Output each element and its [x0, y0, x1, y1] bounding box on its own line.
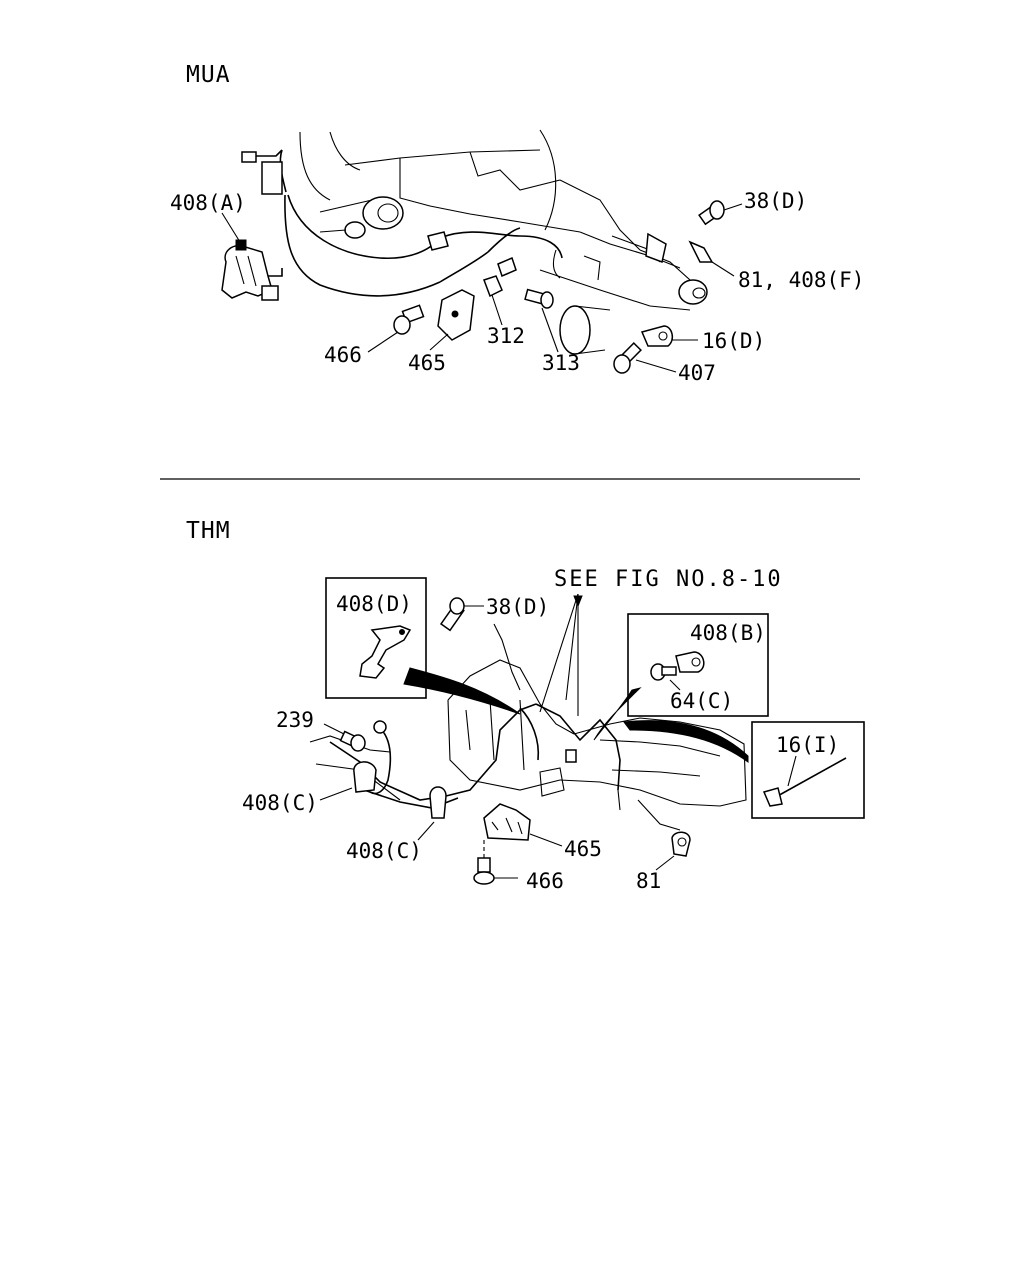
part-16d-clamp — [640, 325, 698, 347]
part-466-bolt-thm — [473, 840, 518, 885]
section-thm: THM SEE FIG NO.8-10 408(D) 408(B) — [186, 518, 865, 893]
part-465-bracket-mua — [429, 289, 475, 351]
part-313-bolt — [524, 288, 559, 353]
callout-466-top: 466 — [324, 343, 362, 367]
part-81-408f-clip — [688, 240, 735, 277]
callout-38d-bottom: 38(D) — [486, 595, 549, 619]
callout-239: 239 — [276, 708, 314, 732]
part-408a-switch — [221, 212, 283, 301]
transmission-assembly-mua — [299, 129, 708, 355]
part-408c-clamp-left — [319, 761, 377, 801]
detail-box-16i: 16(I) — [623, 720, 865, 819]
part-465-bracket-thm — [483, 803, 563, 847]
part-239-bolt — [323, 723, 366, 752]
section-title-thm: THM — [186, 518, 231, 544]
callout-465-top: 465 — [408, 351, 446, 375]
part-38d-bolt-mua — [698, 200, 743, 226]
callout-313: 313 — [542, 351, 580, 375]
transmission-assembly-thm — [447, 623, 747, 831]
callout-16d: 16(D) — [702, 329, 765, 353]
wiring-harness-mua — [241, 149, 563, 297]
see-fig-reference: SEE FIG NO.8-10 — [554, 567, 783, 592]
detail-box-408d: 408(D) — [325, 577, 521, 715]
callout-16i: 16(I) — [776, 733, 839, 757]
callout-408c-bottom: 408(C) — [346, 839, 422, 863]
callout-408c-left: 408(C) — [242, 791, 318, 815]
callout-38d-top: 38(D) — [744, 189, 807, 213]
section-title-mua: MUA — [186, 62, 231, 88]
callout-408d: 408(D) — [336, 592, 412, 616]
detail-box-408b: 408(B) 64(C) — [593, 613, 769, 741]
part-407-bolt — [613, 342, 677, 374]
callout-466-bottom: 466 — [526, 869, 564, 893]
part-466-bolt-mua — [367, 304, 425, 353]
section-mua: MUA — [170, 62, 864, 385]
callout-465-bottom: 465 — [564, 837, 602, 861]
callout-408a: 408(A) — [170, 191, 246, 215]
callout-81-408f: 81, 408(F) — [738, 268, 864, 292]
part-408c-clamp-bottom — [417, 786, 447, 841]
part-312-clip — [483, 275, 503, 326]
part-38d-bolt-thm — [439, 597, 484, 632]
part-81-clip-thm — [655, 831, 691, 871]
callout-81-bottom: 81 — [636, 869, 661, 893]
reference-arrows — [539, 593, 583, 716]
callout-408b: 408(B) — [690, 621, 766, 645]
callout-407: 407 — [678, 361, 716, 385]
callout-64c: 64(C) — [670, 689, 733, 713]
callout-312: 312 — [487, 324, 525, 348]
wiring-harness-thm — [309, 703, 621, 811]
